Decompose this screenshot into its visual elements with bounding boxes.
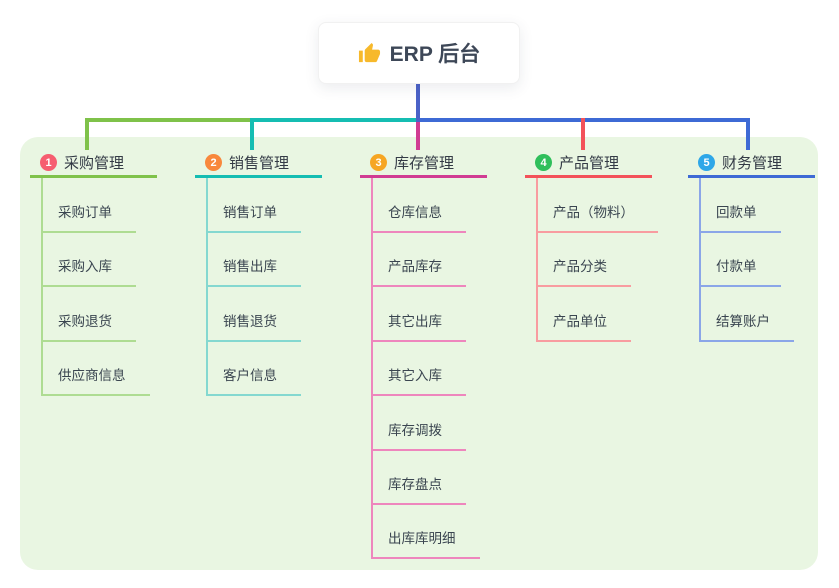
branch-label: 财务管理	[722, 155, 783, 172]
branch-spine-line	[536, 178, 538, 342]
thumbs-up-path	[358, 42, 380, 62]
child-node[interactable]: 供应商信息	[41, 366, 150, 397]
child-node[interactable]: 产品分类	[536, 257, 631, 288]
child-node[interactable]: 产品库存	[371, 257, 466, 288]
drop-line-finance	[746, 118, 750, 150]
child-label: 采购入库	[58, 259, 112, 275]
child-node[interactable]: 仓库信息	[371, 203, 466, 233]
branch-number-badge: 1	[40, 154, 57, 171]
child-node[interactable]: 付款单	[699, 257, 781, 288]
bus-segment-green	[85, 118, 252, 122]
child-node[interactable]: 客户信息	[206, 366, 301, 397]
child-label: 销售出库	[223, 259, 277, 275]
child-node[interactable]: 销售出库	[206, 257, 301, 288]
drop-line-product	[581, 118, 585, 150]
child-label: 产品单位	[553, 313, 607, 329]
child-node[interactable]: 回款单	[699, 203, 781, 233]
child-node[interactable]: 采购退货	[41, 312, 136, 342]
drop-line-purchase	[85, 118, 89, 150]
child-label: 仓库信息	[388, 205, 442, 220]
child-label: 其它出库	[388, 313, 442, 329]
child-node[interactable]: 产品（物料）	[536, 203, 658, 233]
branch-label: 采购管理	[64, 155, 125, 172]
root-node[interactable]: ERP 后台	[318, 22, 520, 84]
child-label: 客户信息	[223, 368, 277, 384]
branch-label: 库存管理	[394, 155, 455, 172]
child-label: 采购订单	[58, 205, 112, 220]
branch-number-badge: 5	[698, 154, 715, 171]
branch-node[interactable]: 2 销售管理	[195, 150, 322, 178]
child-label: 付款单	[716, 259, 757, 275]
child-label: 产品分类	[553, 259, 607, 275]
root-label: ERP 后台	[389, 43, 481, 66]
branch-label: 产品管理	[559, 155, 620, 172]
branch-node[interactable]: 1 采购管理	[30, 150, 157, 178]
child-node[interactable]: 其它入库	[371, 366, 466, 397]
child-node[interactable]: 库存盘点	[371, 475, 466, 505]
branch-node[interactable]: 3 库存管理	[360, 150, 487, 178]
bus-segment-teal	[250, 118, 420, 122]
branch-number-badge: 4	[535, 154, 552, 171]
child-node[interactable]: 销售订单	[206, 203, 301, 233]
child-node[interactable]: 产品单位	[536, 312, 631, 342]
child-label: 销售退货	[223, 313, 277, 329]
child-node[interactable]: 结算账户	[699, 312, 794, 342]
branch-label: 销售管理	[229, 155, 290, 172]
child-label: 产品库存	[388, 259, 442, 275]
child-label: 回款单	[716, 205, 757, 220]
branches-panel	[20, 137, 818, 570]
branch-spine-line	[371, 178, 373, 560]
child-label: 供应商信息	[58, 368, 126, 384]
child-node[interactable]: 采购订单	[41, 203, 136, 233]
child-label: 采购退货	[58, 313, 112, 329]
child-node[interactable]: 出库库明细	[371, 529, 480, 560]
child-label: 销售订单	[223, 205, 277, 220]
drop-line-sales	[250, 118, 254, 150]
child-label: 出库库明细	[388, 531, 456, 547]
child-node[interactable]: 采购入库	[41, 257, 136, 288]
child-node[interactable]: 库存调拨	[371, 421, 466, 451]
trunk-line	[416, 80, 420, 122]
branch-number-badge: 2	[205, 154, 222, 171]
drop-line-inventory	[416, 122, 420, 150]
child-label: 库存盘点	[388, 477, 442, 492]
branch-spine-line	[699, 178, 701, 342]
branch-number-badge: 3	[370, 154, 387, 171]
branch-node[interactable]: 5 财务管理	[688, 150, 815, 178]
thumbs-up-icon	[358, 42, 380, 62]
child-label: 结算账户	[716, 313, 770, 329]
child-label: 库存调拨	[388, 422, 442, 438]
child-label: 其它入库	[388, 368, 442, 384]
child-label: 产品（物料）	[553, 205, 634, 220]
child-node[interactable]: 其它出库	[371, 312, 466, 342]
branch-node[interactable]: 4 产品管理	[525, 150, 652, 178]
child-node[interactable]: 销售退货	[206, 312, 301, 342]
